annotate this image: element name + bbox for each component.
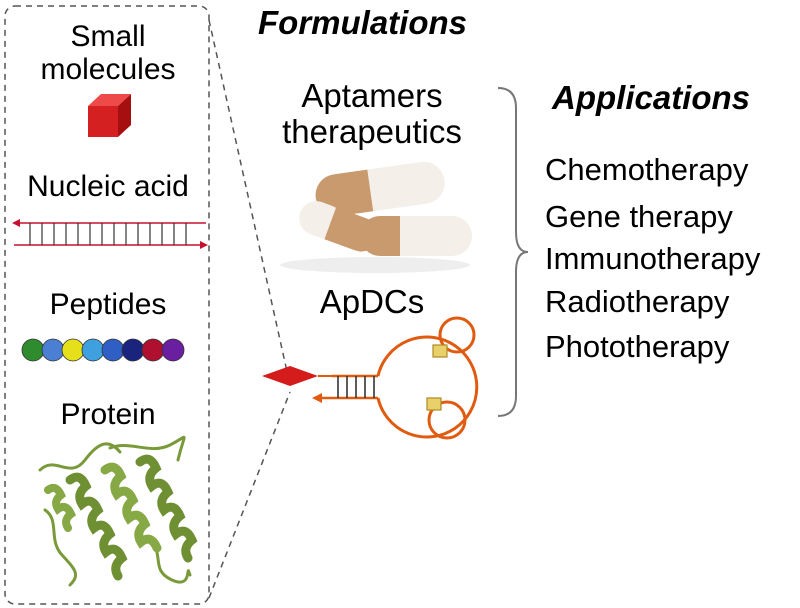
small-molecules-label: Small molecules <box>8 20 208 86</box>
bead-chain-icon <box>21 338 185 362</box>
application-item: Phototherapy <box>545 329 730 364</box>
peptide-bead <box>81 338 105 362</box>
protein-label: Protein <box>60 398 156 431</box>
aptamers-line2: therapeutics <box>282 113 462 151</box>
peptide-bead <box>101 338 125 362</box>
aptamers-therapeutics-label: Aptamers therapeutics <box>272 77 472 151</box>
aptamers-line1: Aptamers <box>301 77 443 114</box>
red-cube-icon <box>88 94 131 137</box>
apdcs-label: ApDCs <box>319 283 425 320</box>
application-item: Radiotherapy <box>545 284 730 319</box>
application-item: Gene therapy <box>545 199 733 234</box>
protein-ribbon-icon <box>38 435 198 587</box>
small-molecules-line2: molecules <box>40 53 176 86</box>
drug-diamond-icon <box>262 366 318 386</box>
double-strand-icon <box>12 219 208 249</box>
formulations-heading: Formulations <box>258 4 468 41</box>
peptide-bead <box>41 338 65 362</box>
application-item: Immunotherapy <box>545 241 761 276</box>
funnel-line-top <box>208 19 291 386</box>
capsule-pills-icon <box>280 161 472 273</box>
nucleic-acid-label: Nucleic acid <box>27 170 189 203</box>
peptide-bead <box>121 338 145 362</box>
peptide-bead <box>161 338 185 362</box>
peptides-label: Peptides <box>49 288 167 321</box>
molecule-panel-border <box>4 5 210 605</box>
peptide-bead <box>61 338 85 362</box>
small-molecules-line1: Small <box>70 20 146 53</box>
peptide-bead <box>141 338 165 362</box>
peptide-bead <box>21 338 45 362</box>
apdc-conjugate-icon <box>262 316 479 440</box>
curly-brace <box>497 87 529 417</box>
funnel-line-bottom <box>208 391 291 599</box>
application-item: Chemotherapy <box>545 152 749 187</box>
applications-heading: Applications <box>552 79 751 116</box>
